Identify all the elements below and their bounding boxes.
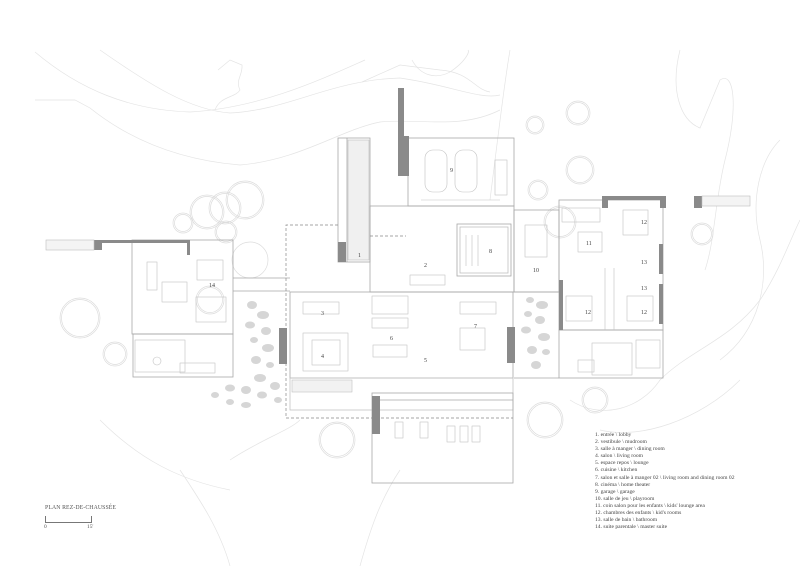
room-label-5: 5 xyxy=(424,358,427,364)
legend-item: 10. salle de jeu \ playroom xyxy=(595,495,655,502)
legend-item: 8. cinéma \ home theater xyxy=(595,481,651,488)
legend-item: 1. entrée \ lobby xyxy=(595,432,632,438)
stepping-stones xyxy=(211,297,550,408)
legend-item: 12. chambres des enfants \ kid's rooms xyxy=(595,510,682,517)
interior-details xyxy=(134,149,661,443)
room-label-13a: 13 xyxy=(641,260,647,266)
room-label-7: 7 xyxy=(474,324,477,330)
room-label-11: 11 xyxy=(586,241,592,247)
room-label-9: 9 xyxy=(450,168,453,174)
room-label-1: 1 xyxy=(358,253,361,259)
room-label-3: 3 xyxy=(321,311,324,317)
legend-item: 5. espace repos \ lounge xyxy=(595,460,649,467)
legend-item: 14. suite parentale \ master suite xyxy=(595,524,668,531)
terrain-contours xyxy=(34,49,800,566)
legend-item: 7. salon et salle à manger 02 \ living r… xyxy=(595,474,735,481)
scale-bar xyxy=(45,516,92,523)
room-label-13b: 13 xyxy=(641,286,647,292)
room-label-6: 6 xyxy=(390,336,393,342)
room-label-12a: 12 xyxy=(641,220,647,226)
room-label-2: 2 xyxy=(424,263,427,269)
scale-end-label: 15' xyxy=(87,524,94,530)
plan-title-block: PLAN REZ-DE-CHAUSSÉE 0 15' xyxy=(44,505,117,531)
room-label-12b: 12 xyxy=(585,310,591,316)
room-label-10: 10 xyxy=(533,268,539,274)
legend-item: 2. vestibule \ mudroom xyxy=(595,439,647,446)
scale-labels: 0 15' xyxy=(44,523,105,531)
legend-item: 13. salle de bain \ bathroom xyxy=(595,517,658,524)
legend-item: 6. cuisine \ kitchen xyxy=(595,467,638,474)
room-legend: 1. entrée \ lobby 2. vestibule \ mudroom… xyxy=(595,432,735,531)
legend-item: 9. garage \ garage xyxy=(595,488,635,495)
legend-item: 4. salon \ living room xyxy=(595,453,644,460)
room-label-8: 8 xyxy=(489,249,492,255)
trees xyxy=(59,100,714,459)
legend-item: 11. coin salon pour les enfants \ kids' … xyxy=(595,502,705,509)
room-label-12c: 12 xyxy=(641,310,647,316)
walls xyxy=(94,88,702,434)
legend-item: 3. salle à manger \ dining room xyxy=(595,446,665,453)
room-labels: 1 2 3 4 5 6 7 8 9 10 11 12 12 12 13 13 1… xyxy=(209,168,647,364)
plan-title: PLAN REZ-DE-CHAUSSÉE xyxy=(45,505,117,511)
building-outlines xyxy=(131,137,664,484)
room-label-14: 14 xyxy=(209,283,215,289)
walkways xyxy=(45,139,751,261)
scale-start-label: 0 xyxy=(44,524,47,530)
roof-overhang xyxy=(285,224,513,419)
room-label-4: 4 xyxy=(321,354,324,360)
